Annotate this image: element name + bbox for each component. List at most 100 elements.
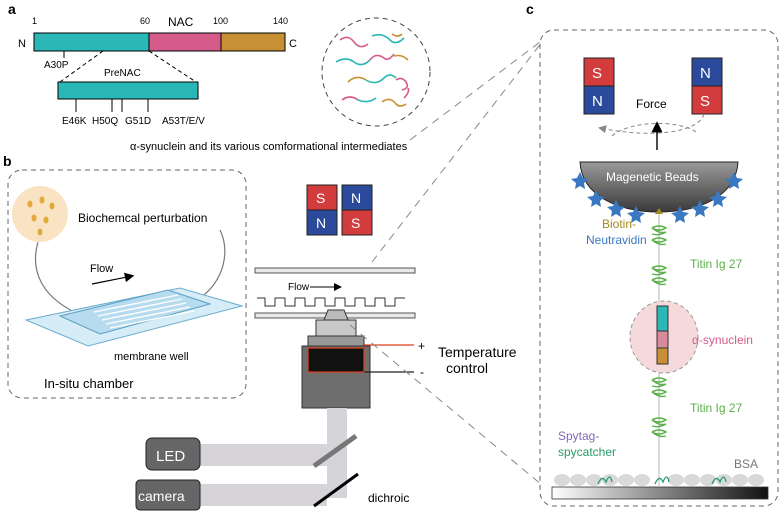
magnet-c-left-bottom-label: N: [592, 93, 603, 110]
perturbation-circle: [12, 186, 68, 242]
titin-bottom-domains: [651, 377, 668, 438]
heater-element: [307, 347, 365, 373]
camera-light-path: [200, 484, 327, 506]
magnet-c-left-top-label: S: [592, 65, 602, 82]
mutation-h50q: H50Q: [92, 116, 118, 127]
synuclein-label: α-synuclein: [692, 333, 753, 347]
intermediates-circle: [321, 17, 431, 127]
temperature-label-2: control: [446, 360, 488, 376]
droplets: [27, 196, 55, 236]
channel-lines: [93, 294, 195, 329]
zoom-line-circle: [409, 41, 541, 141]
plus-label: +: [418, 339, 425, 353]
dichroic-label: dichroic: [368, 491, 409, 505]
prenac-label: PreNAC: [104, 68, 141, 79]
nac-domain-bar: [148, 32, 222, 52]
rotation-path-left: [598, 113, 705, 134]
prenac-bar: [57, 81, 199, 100]
objective-top: [315, 319, 357, 337]
channel-top-glass: [254, 267, 416, 274]
magnet-b-left-bottom: [306, 209, 338, 236]
intermediate-chains: [335, 33, 410, 107]
a30p-label: A30P: [44, 60, 69, 71]
mutation-a53: A53T/E/V: [162, 116, 205, 127]
flow-arrow-chamber: [91, 272, 135, 285]
magnet-c-right-bottom-label: S: [700, 93, 710, 110]
mirror: [312, 433, 358, 469]
synuclein-n-segment: [656, 305, 669, 332]
zoom-line-upper: [371, 41, 543, 263]
temperature-label-1: Temperature: [438, 344, 517, 360]
objective-collar: [307, 335, 365, 347]
magnet-b-left-top: [306, 184, 338, 211]
membrane-label: membrane well: [114, 351, 189, 363]
synuclein-nac-segment: [656, 330, 669, 349]
biotin-label: Biotin-: [602, 217, 636, 231]
chamber-box: [7, 169, 247, 399]
led-box: [145, 437, 201, 471]
c-terminus: C: [289, 38, 297, 50]
flow-label-channel: Flow: [288, 282, 310, 293]
zoom-line-left: [59, 50, 104, 83]
titin-top-label: Titin Ig 27: [690, 257, 743, 271]
mutation-g51d: G51D: [125, 116, 151, 127]
pos-1: 1: [32, 16, 37, 26]
n-terminus: N: [18, 38, 26, 50]
zoom-line-right: [148, 50, 197, 83]
led-light-path: [200, 444, 327, 466]
force-label: Force: [636, 97, 667, 111]
panel-b: b Biochemcal perturbation Flow membrane …: [3, 153, 517, 511]
nac-label: NAC: [168, 15, 194, 29]
tubing-outlet: [199, 229, 226, 299]
neutravidin-label: Neutravidin: [586, 233, 647, 247]
titin-bottom-label: Titin Ig 27: [690, 401, 743, 415]
glass-surface: [551, 486, 769, 500]
optical-path-vertical: [327, 408, 347, 498]
led-label: LED: [156, 448, 185, 465]
minus-label: -: [420, 365, 424, 379]
camera-label: camera: [138, 488, 185, 504]
n-domain-bar: [33, 32, 150, 52]
panel-b-letter: b: [3, 153, 12, 169]
magnet-b-right-top-label: N: [351, 190, 361, 206]
spycatcher-proteins: [597, 476, 727, 485]
neutravidin-stars: [571, 172, 743, 223]
magnet-b-left-bottom-label: N: [316, 215, 326, 231]
perturbation-label: Biochemcal perturbation: [78, 211, 207, 225]
pos-140: 140: [273, 16, 288, 26]
spycatcher-label: spycatcher: [558, 445, 616, 459]
panel-c-letter: c: [526, 1, 534, 17]
beads-label: Magenetic Beads: [606, 170, 699, 184]
biotin-marker: [655, 208, 663, 214]
rotation-path-right: [611, 123, 697, 137]
panel-c: c S N N S Force Magenetic Beads Biotin-: [526, 1, 779, 507]
pos-100: 100: [213, 16, 228, 26]
objective-tip: [323, 309, 349, 321]
channel-wells: [257, 297, 405, 307]
dichroic-mirror: [313, 472, 359, 508]
magnet-c-right-top-label: N: [700, 65, 711, 82]
camera-box: [135, 479, 201, 511]
chamber-title: In-situ chamber: [44, 376, 134, 391]
bsa-molecules: [554, 474, 764, 486]
magnet-c-right-top: [691, 57, 723, 87]
mutation-e46k: E46K: [62, 116, 87, 127]
panel-a-caption: α-synuclein and its various comformation…: [130, 141, 408, 153]
magnet-b-right-bottom-label: S: [351, 215, 360, 231]
magnet-c-right-bottom: [691, 85, 723, 115]
magnet-c-left-bottom: [583, 85, 615, 115]
magnet-b-right-bottom: [341, 209, 373, 236]
flow-label-chamber: Flow: [90, 263, 113, 275]
tubing-inlet: [34, 241, 89, 319]
spytag-label: Spytag-: [558, 429, 599, 443]
panel-a: a NAC 1 60 100 140 N C A30P PreNAC E46K …: [8, 1, 431, 153]
pos-60: 60: [140, 16, 150, 26]
c-domain-bar: [220, 32, 286, 52]
magnet-c-left-top: [583, 57, 615, 87]
bsa-label: BSA: [734, 457, 758, 471]
synuclein-c-segment: [656, 347, 669, 365]
titin-top-domains: [651, 225, 668, 286]
magnet-b-left-top-label: S: [316, 190, 325, 206]
panel-a-letter: a: [8, 1, 16, 17]
